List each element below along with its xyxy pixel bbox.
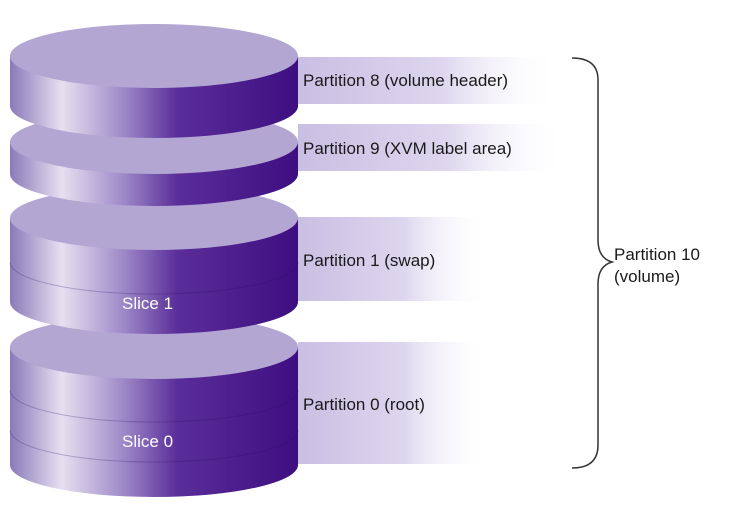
partition-0-band <box>298 342 490 464</box>
volume-brace <box>571 57 615 469</box>
partition-9-label: Partition 9 (XVM label area) <box>303 139 512 158</box>
volume-label-line1: Partition 10 <box>614 245 700 264</box>
cylinder-slice-1 <box>9 186 299 334</box>
cylinder-partition-8 <box>10 24 298 138</box>
partition-1-label: Partition 1 (swap) <box>303 251 435 270</box>
partition-8-label: Partition 8 (volume header) <box>303 71 508 90</box>
volume-label-line2: (volume) <box>614 267 680 286</box>
cylinder-slice-0 <box>9 315 299 497</box>
partition-1-band <box>298 217 490 301</box>
partition-8-band <box>298 57 560 104</box>
slice-0-label: Slice 0 <box>122 432 173 451</box>
partition-9-band <box>298 124 568 171</box>
slice-1-label: Slice 1 <box>122 294 173 313</box>
partition-0-label: Partition 0 (root) <box>303 395 425 414</box>
